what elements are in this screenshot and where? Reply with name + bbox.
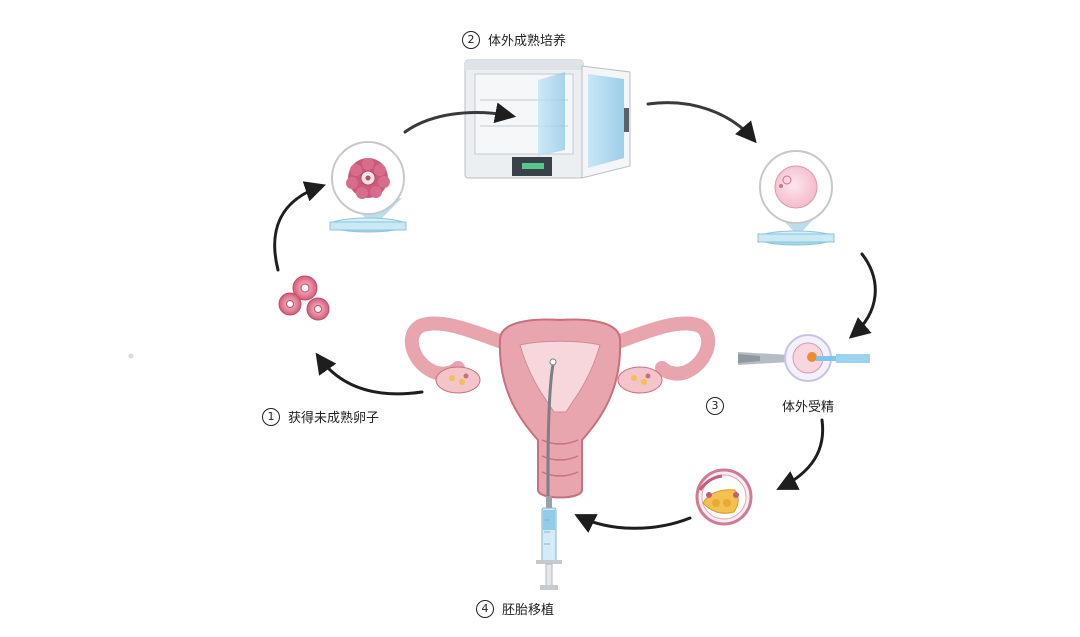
incubator-illustration [464,59,631,179]
culture-dish-left [329,141,407,233]
arrow-uterus-to-cells [315,352,424,396]
immature-oocytes-group [278,275,330,321]
step-4-number: 4 [476,599,494,618]
step-2-number: 2 [462,30,480,49]
step-3-number: 3 [706,396,724,415]
step-2-text: 体外成熟培养 [488,34,567,49]
step-4-text: 胚胎移植 [502,603,555,618]
syringe-illustration [536,496,562,590]
step-4-label: 4 胚胎移植 [476,599,554,618]
step-1-number: 1 [262,407,280,426]
uterus-illustration [404,316,716,500]
embryo-illustration [695,468,753,526]
culture-dish-right [757,150,835,246]
step-2-label: 2 体外成熟培养 [462,30,566,49]
step-3-label: 3 体外受精 [706,396,834,415]
arrow-embryo-to-syringe [574,514,692,533]
step-1-label: 1 获得未成熟卵子 [262,407,379,426]
step-3-text: 体外受精 [782,400,835,415]
arrow-dish-to-incubator [403,102,517,134]
process-arrows [273,101,877,533]
arrow-icsi-to-embryo [776,418,825,490]
arrow-1-to-left-top [273,181,326,272]
arrow-dish-to-icsi [848,252,877,339]
arrow-incubator-to-dish [646,101,757,144]
icsi-illustration [738,334,870,382]
step-1-text: 获得未成熟卵子 [288,411,380,426]
decor-dot [128,353,134,359]
